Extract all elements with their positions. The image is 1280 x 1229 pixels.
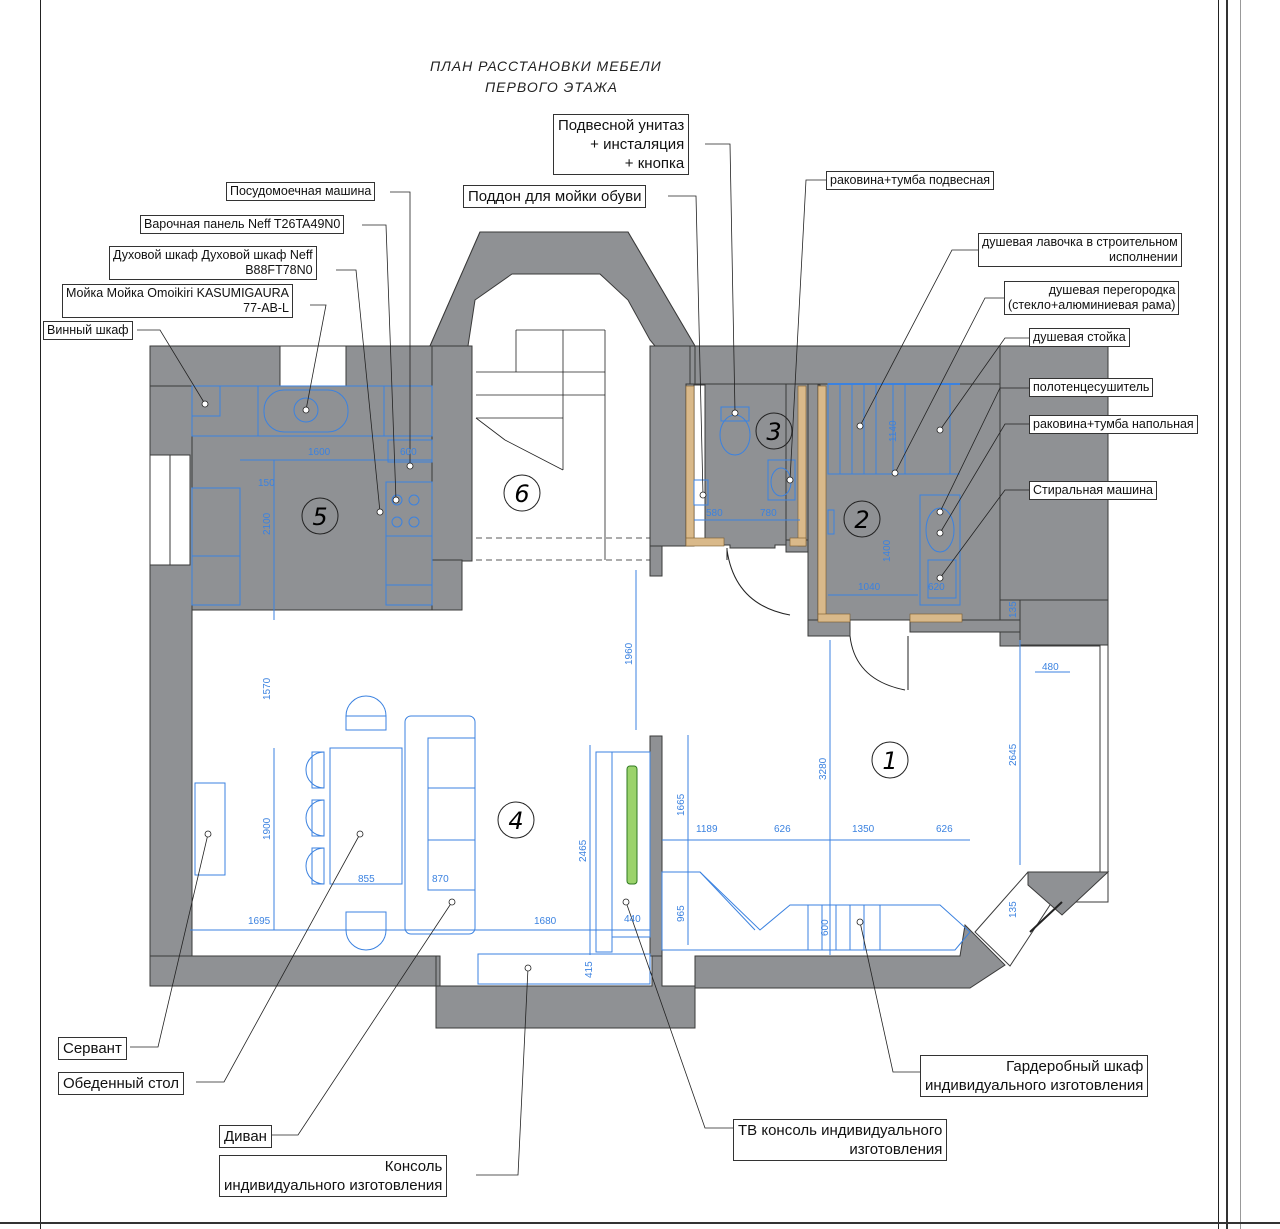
dim-1400: 1400 — [882, 539, 893, 562]
dim-2645: 2645 — [1008, 743, 1019, 766]
room-number-1: 1 — [882, 747, 897, 775]
dim-855: 855 — [358, 874, 375, 885]
dim-626b: 626 — [936, 824, 953, 835]
dim-1040: 1040 — [858, 582, 881, 593]
sheet-border-left — [40, 0, 41, 1229]
wall-blocks — [149, 231, 1110, 1029]
label-sink: Мойка Мойка Omoikiri KASUMIGAURA 77-AB-L — [62, 284, 293, 318]
dim-1189: 1189 — [696, 824, 718, 835]
plan-title-line2: ПЕРВОГО ЭТАЖА — [485, 79, 618, 95]
dim-870: 870 — [432, 874, 449, 885]
label-dining-table: Обеденный стол — [58, 1072, 185, 1095]
dim-1680: 1680 — [534, 916, 557, 927]
dim-1665: 1665 — [676, 793, 687, 816]
label-shower-bench: душевая лавочка в строительном исполнени… — [978, 233, 1182, 267]
dim-150: 150 — [258, 478, 275, 489]
doors — [726, 548, 1063, 933]
dim-440: 440 — [624, 914, 641, 925]
room-number-4: 4 — [508, 807, 523, 835]
sheet-border-right-thick — [1226, 0, 1228, 1229]
dim-415: 415 — [584, 961, 595, 978]
label-basin-hung: раковина+тумба подвесная — [826, 171, 995, 190]
label-shower-stand: душевая стойка — [1029, 328, 1130, 347]
dim-2465: 2465 — [578, 839, 589, 862]
dim-600b: 600 — [820, 919, 831, 936]
dim-1350: 1350 — [852, 824, 875, 835]
label-sideboard: Сервант — [58, 1037, 127, 1060]
leader-dots — [201, 400, 944, 972]
label-console: Консоль индивидуального изготовления — [219, 1155, 448, 1197]
dim-626a: 626 — [774, 824, 791, 835]
dim-620: 620 — [928, 582, 945, 593]
room-number-3: 3 — [766, 418, 781, 446]
dim-1900: 1900 — [262, 817, 273, 840]
dim-1570: 1570 — [262, 677, 273, 700]
dim-1695: 1695 — [248, 916, 271, 927]
sheet-border-bottom — [0, 1222, 1280, 1224]
dim-135a: 135 — [1008, 601, 1019, 618]
dim-1960: 1960 — [624, 642, 635, 665]
dim-1600: 1600 — [308, 447, 331, 458]
dim-600: 600 — [400, 447, 417, 458]
leader-lines — [130, 143, 1030, 1176]
label-shower-partition: душевая перегородка (стекло+алюминиевая … — [1004, 281, 1180, 315]
plan-title-line1: ПЛАН РАССТАНОВКИ МЕБЕЛИ — [430, 58, 662, 74]
label-wine-cabinet: Винный шкаф — [43, 321, 133, 340]
dim-3280: 3280 — [818, 757, 829, 780]
room-number-5: 5 — [312, 503, 327, 531]
plan-title: ПЛАН РАССТАНОВКИ МЕБЕЛИ ПЕРВОГО ЭТАЖА — [430, 56, 730, 98]
sheet-border-right-outer — [1240, 0, 1241, 1229]
room-number-6: 6 — [514, 480, 529, 508]
dim-2100: 2100 — [262, 512, 273, 535]
dim-965: 965 — [676, 905, 687, 922]
label-toilet: Подвесной унитаз + инсталяция + кнопка — [553, 114, 690, 175]
dim-480: 480 — [1042, 662, 1059, 673]
label-washing-machine: Стиральная машина — [1029, 481, 1157, 500]
tv-screen — [626, 765, 638, 885]
dimension-texts: 1600 600 150 2100 1570 1960 1900 855 870… — [248, 420, 1059, 978]
stairs — [475, 329, 650, 561]
dim-135b: 135 — [1008, 901, 1019, 918]
label-sofa: Диван — [219, 1125, 272, 1148]
label-basin-floor: раковина+тумба напольная — [1029, 415, 1198, 434]
tile-hatch — [685, 385, 963, 623]
dim-580: 580 — [706, 508, 723, 519]
label-dishwasher: Посудомоечная машина — [226, 182, 376, 201]
label-wardrobe: Гардеробный шкаф индивидуального изготов… — [920, 1055, 1149, 1097]
room-number-2: 2 — [854, 506, 869, 534]
room-markers — [301, 412, 909, 839]
sheet-border-right — [1218, 0, 1219, 1229]
label-towel-dryer: полотенцесушитель — [1029, 378, 1154, 397]
furniture — [190, 383, 1070, 985]
label-oven: Духовой шкаф Духовой шкаф Neff B88FT78N0 — [109, 246, 317, 280]
label-hob: Варочная панель Neff T26TA49N0 — [140, 215, 345, 234]
dim-780: 780 — [760, 508, 777, 519]
dim-1140: 1140 — [888, 420, 899, 442]
label-tv-console: ТВ консоль индивидуального изготовления — [733, 1119, 948, 1161]
label-shoe-tray: Поддон для мойки обуви — [463, 185, 647, 208]
